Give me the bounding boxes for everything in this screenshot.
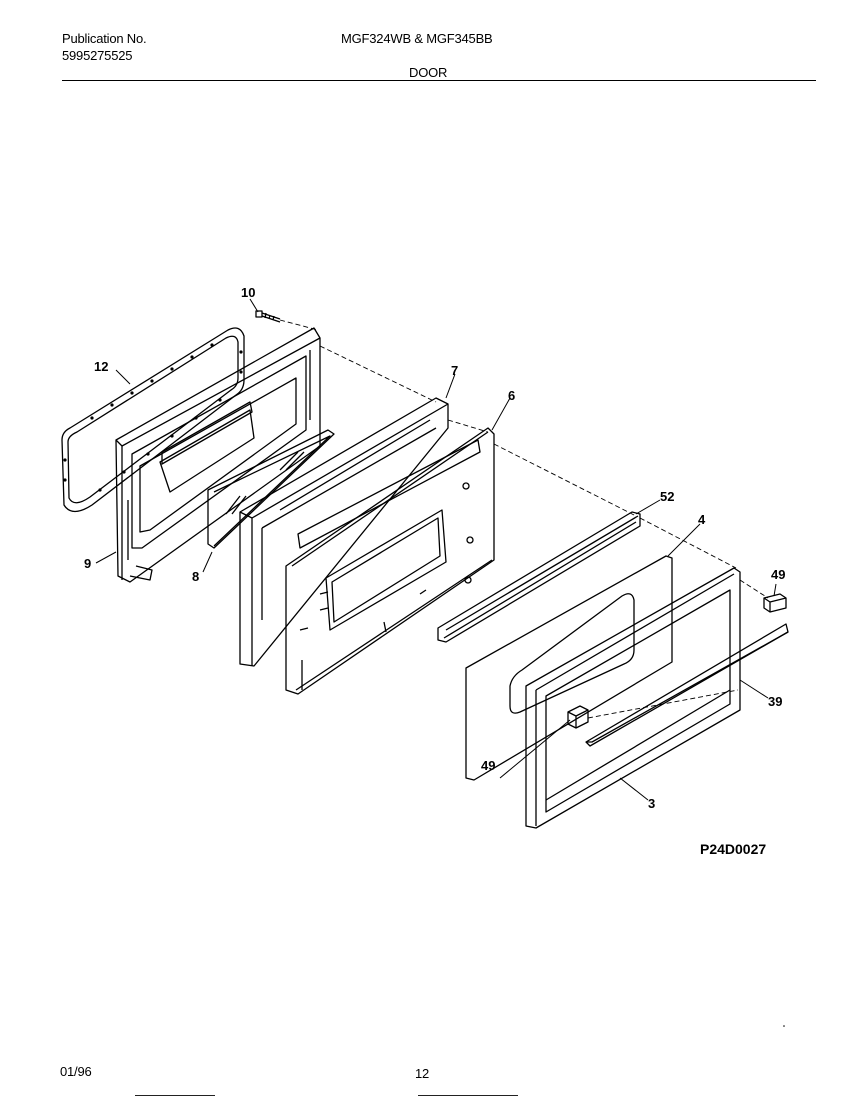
part-4-outer-glass <box>465 555 673 781</box>
part-52-trim-strip <box>437 511 641 643</box>
footer-date: 01/96 <box>60 1064 92 1079</box>
callout-10: 10 <box>241 285 255 300</box>
publication-number: 5995275525 <box>62 48 133 63</box>
part-10-screw <box>255 310 281 323</box>
part-7-outer-door-panel <box>239 397 449 667</box>
figure-code: P24D0027 <box>700 841 766 857</box>
callout-8: 8 <box>192 569 199 584</box>
part-3-door-frame <box>525 567 789 829</box>
callout-7: 7 <box>451 363 458 378</box>
callout-49-right: 49 <box>771 567 785 582</box>
part-49-clip-right <box>763 593 787 613</box>
callout-4: 4 <box>698 512 706 527</box>
callout-3: 3 <box>648 796 655 811</box>
footer-page-number: 12 <box>415 1066 430 1081</box>
model-numbers: MGF324WB & MGF345BB <box>341 31 493 46</box>
footer-rule-left <box>135 1095 215 1096</box>
header-rule <box>62 80 816 81</box>
callout-6: 6 <box>508 388 515 403</box>
part-6-inner-liner <box>285 427 495 695</box>
part-49-clip-left <box>567 705 589 729</box>
part-8-window-glass <box>207 429 335 549</box>
callout-52: 52 <box>660 489 674 504</box>
part-12-door-gasket <box>61 327 245 513</box>
callout-9: 9 <box>84 556 91 571</box>
footer-rule-right <box>418 1095 518 1096</box>
callout-49-left: 49 <box>481 758 495 773</box>
callout-39: 39 <box>768 694 782 709</box>
publication-label: Publication No. <box>62 31 147 46</box>
section-title: DOOR <box>409 65 448 80</box>
callout-12: 12 <box>94 359 108 374</box>
